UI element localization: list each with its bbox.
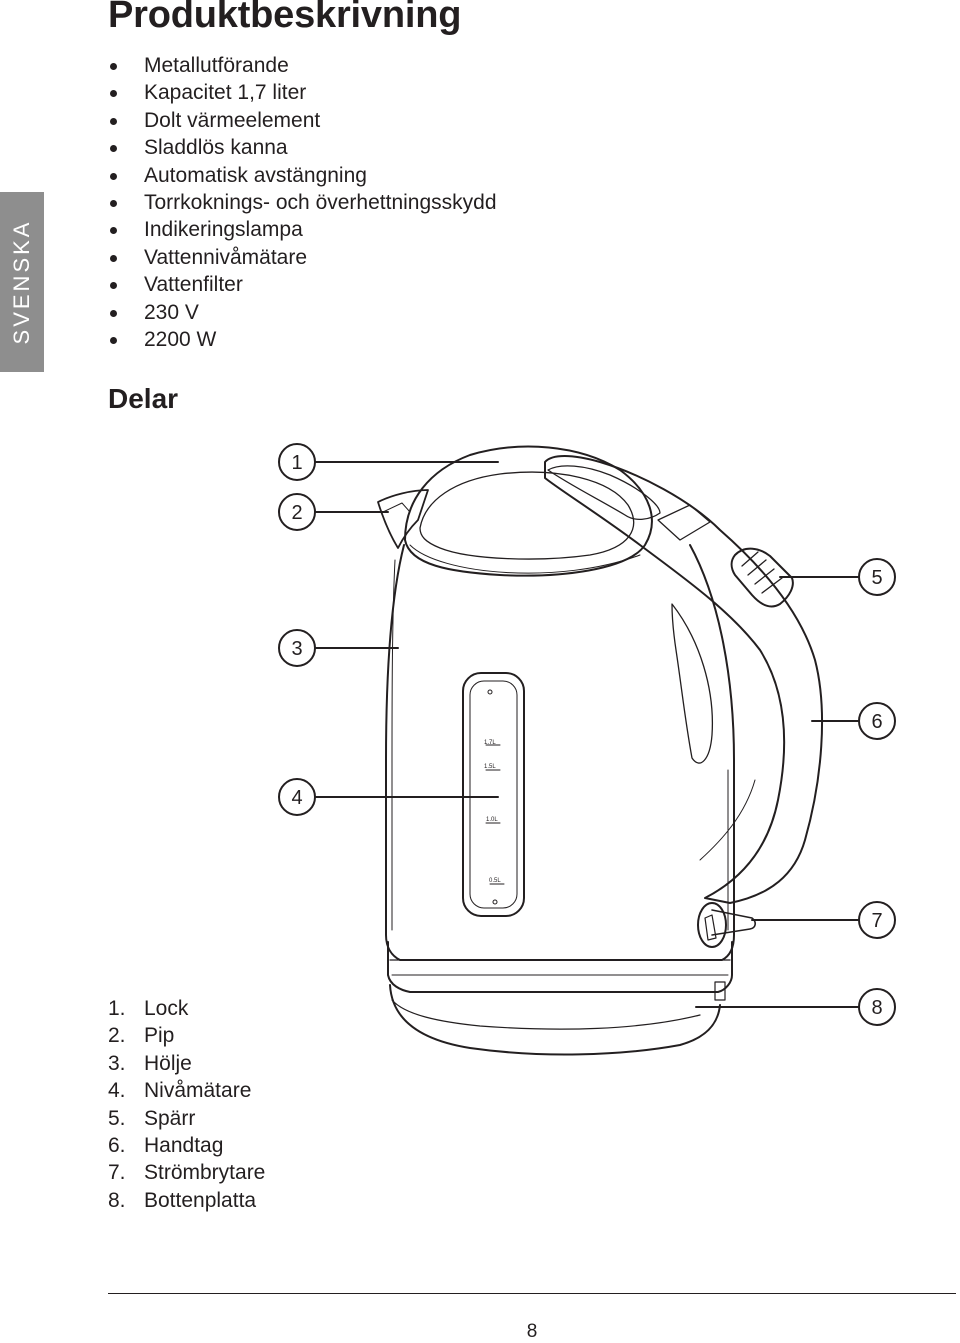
gauge-mark-1-0: 1.0L: [486, 817, 498, 823]
feature-item: 230 V: [108, 299, 497, 326]
part-number: 5.: [108, 1106, 126, 1130]
base-plate: [387, 941, 733, 1056]
callout-6: 6: [871, 711, 882, 733]
gauge-mark-1-7: 1.7L: [484, 740, 496, 746]
feature-item: Indikeringslampa: [108, 216, 497, 243]
part-name: Handtag: [144, 1133, 224, 1157]
part-number: 4.: [108, 1079, 126, 1103]
callout-4-marker: 4: [278, 778, 316, 816]
parts-heading: Delar: [108, 383, 179, 414]
parts-list-item: 4. Nivåmätare: [108, 1077, 265, 1104]
part-number: 3.: [108, 1051, 126, 1075]
parts-list-item: 5. Spärr: [108, 1105, 265, 1132]
callout-5-marker: 5: [858, 558, 896, 596]
part-number: 8.: [108, 1188, 126, 1212]
gauge-mark-1-5: 1.5L: [484, 764, 496, 770]
part-name: Pip: [144, 1024, 175, 1048]
parts-list-item: 7. Strömbrytare: [108, 1159, 265, 1186]
callout-3: 3: [291, 638, 302, 660]
part-number: 6.: [108, 1133, 126, 1157]
power-switch: [697, 902, 756, 948]
language-tab: SVENSKA: [0, 192, 44, 372]
parts-list-item: 1. Lock: [108, 995, 265, 1022]
water-level-window: [462, 672, 525, 917]
gauge-mark-0-5: 0.5L: [489, 878, 501, 884]
callout-5: 5: [871, 567, 882, 589]
feature-item: Automatisk avstängning: [108, 162, 497, 189]
page-title: Produktbeskrivning: [108, 0, 462, 36]
handle: [544, 455, 824, 904]
parts-list-item: 8. Bottenplatta: [108, 1187, 265, 1214]
feature-item: Sladdlös kanna: [108, 134, 497, 161]
callout-3-marker: 3: [278, 629, 316, 667]
gauge-labels: 1.7L 1.5L 1.0L 0.5L: [484, 740, 501, 884]
feature-item: Metallutförande: [108, 52, 497, 79]
callout-7-marker: 7: [858, 901, 896, 939]
callout-1-marker: 1: [278, 443, 316, 481]
part-number: 1.: [108, 997, 126, 1020]
callout-6-marker: 6: [858, 702, 896, 740]
callout-2: 2: [291, 502, 302, 524]
callout-1: 1: [291, 452, 302, 474]
spout: [377, 489, 429, 549]
part-number: 2.: [108, 1024, 126, 1048]
callout-4: 4: [291, 787, 302, 809]
part-number: 7.: [108, 1161, 126, 1185]
feature-item: Kapacitet 1,7 liter: [108, 79, 497, 106]
feature-item: 2200 W: [108, 326, 497, 353]
part-name: Lock: [144, 997, 189, 1020]
callout-lines: [315, 461, 859, 1008]
part-name: Spärr: [144, 1106, 196, 1130]
footer-divider: [108, 1293, 956, 1294]
parts-list-item: 6. Handtag: [108, 1132, 265, 1159]
feature-item: Vattennivåmätare: [108, 244, 497, 271]
page-number: 8: [526, 1321, 538, 1342]
callout-7: 7: [871, 910, 882, 932]
lock-button: [730, 547, 794, 608]
feature-item: Dolt värmeelement: [108, 107, 497, 134]
feature-list: Metallutförande Kapacitet 1,7 liter Dolt…: [108, 52, 497, 353]
part-name: Hölje: [144, 1051, 192, 1075]
part-name: Nivåmätare: [144, 1079, 252, 1103]
callout-8-marker: 8: [858, 988, 896, 1026]
parts-list-item: 2. Pip: [108, 1022, 265, 1049]
parts-list-item: 3. Hölje: [108, 1050, 265, 1077]
callout-8: 8: [871, 997, 882, 1019]
callout-2-marker: 2: [278, 493, 316, 531]
part-name: Strömbrytare: [144, 1161, 266, 1185]
parts-list: 1. Lock 2. Pip 3. Hölje 4. Nivåmätare 5. Spär…: [108, 995, 265, 1214]
feature-item: Vattenfilter: [108, 271, 497, 298]
kettle-body: [385, 544, 735, 961]
part-name: Bottenplatta: [144, 1188, 257, 1212]
feature-item: Torrkoknings- och överhettningsskydd: [108, 189, 497, 216]
